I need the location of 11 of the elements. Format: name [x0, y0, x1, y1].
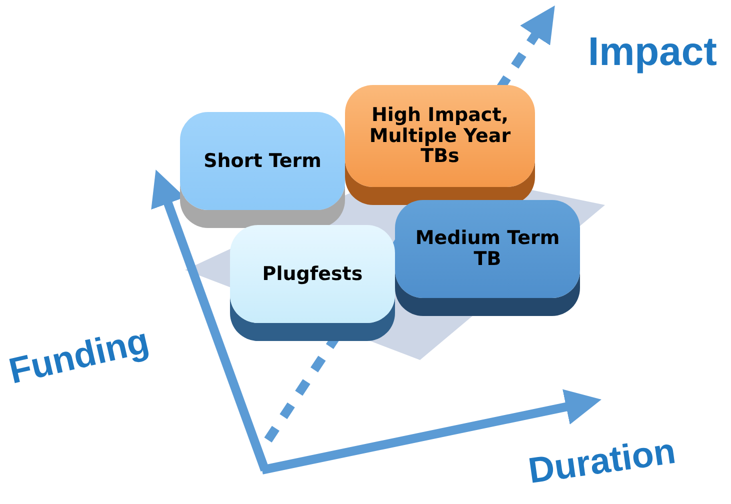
short-term-tile — [180, 112, 345, 210]
tile-label: Short Term — [204, 150, 322, 172]
axis-label: Duration — [526, 430, 678, 492]
tile-label: Medium Term TB — [414, 228, 561, 270]
tile-label: High Impact, Multiple Year TBs — [368, 104, 512, 168]
medium-term-tile — [395, 200, 580, 298]
plugfests-tile — [230, 225, 395, 323]
high-impact-tile — [345, 85, 535, 187]
tile-label: Plugfests — [262, 264, 363, 284]
axis-label: Funding — [5, 320, 153, 392]
axis-label: Impact — [588, 30, 717, 75]
